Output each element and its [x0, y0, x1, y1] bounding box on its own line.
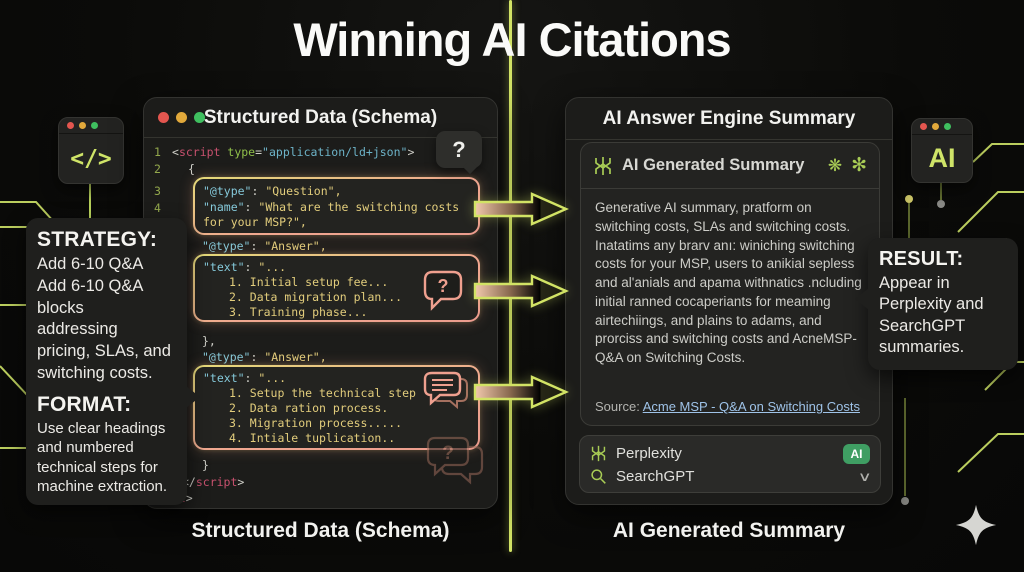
question-mark-icon: ? [452, 136, 466, 162]
code-line-script-close: </script> [182, 475, 245, 489]
source-row: Source: Acme MSP - Q&A on Switching Cost… [595, 399, 860, 414]
perplexity-icon [591, 445, 606, 462]
perplexity-icon [595, 156, 611, 175]
red-dot-icon [920, 123, 927, 130]
answer2-schema-box: "text": "... 1. Setup the technical step… [193, 365, 480, 450]
sparkle-icon [955, 504, 997, 546]
code-chip-window: </> [58, 117, 124, 184]
line-number: 3 [154, 184, 161, 198]
answer-step: 4. Intiale tuplication.. [229, 431, 396, 445]
arrow-icon [473, 375, 569, 409]
ai-answer-engine-title: AI Answer Engine Summary [602, 107, 856, 129]
line-number: 2 [154, 162, 161, 176]
format-body: Use clear headings and numbered technica… [37, 419, 168, 496]
traffic-lights [59, 118, 123, 134]
answer1-schema-box: "text": "... 1. Initial setup fee... 2. … [193, 254, 480, 322]
code-tag-icon: </> [70, 145, 112, 172]
engine-label: Perplexity [616, 445, 682, 462]
answer-step: 2. Data ration process. [229, 401, 389, 415]
red-dot-icon [158, 112, 169, 123]
center-divider-line [509, 0, 512, 552]
schema-code-window: Structured Data (Schema) 1 2 3 4 <script… [143, 97, 498, 509]
schema-window-title: Structured Data (Schema) [203, 106, 438, 128]
yellow-dot-icon [79, 122, 86, 129]
strategy-note: STRATEGY: Add 6-10 Q&A Add 6-10 Q&A bloc… [26, 218, 200, 505]
left-caption: Structured Data (Schema) [191, 519, 450, 542]
summary-text: Generative AI summary, pratform on switc… [595, 200, 862, 365]
answer-step: 3. Training phase... [229, 305, 368, 319]
green-dot-icon [194, 112, 205, 123]
line-number: 1 [154, 145, 161, 159]
strategy-heading: STRATEGY: [37, 228, 158, 251]
code-line-open-brace: { [188, 162, 195, 176]
format-heading: FORMAT: [37, 392, 132, 416]
line-number: 4 [154, 201, 161, 215]
engine-row-perplexity[interactable]: Perplexity AI [590, 442, 870, 465]
engine-row-searchgpt[interactable]: SearchGPT ∨ [590, 465, 873, 488]
code-line-answer-type: "@type": "Answer", [202, 350, 327, 364]
result-heading: RESULT: [879, 248, 964, 270]
code-line-close-brace: } [202, 458, 209, 472]
svg-text:?: ? [442, 443, 454, 464]
flow-arrows [473, 192, 569, 409]
code-line-script-open: <script type="application/ld+json"> [172, 145, 415, 159]
schema-window-header: Structured Data (Schema) [144, 98, 497, 138]
ai-answer-engine-panel: AI Answer Engine Summary AI Generated Su… [565, 97, 893, 505]
chip-connector-line [89, 184, 91, 220]
summary-card-title: AI Generated Summary [622, 156, 805, 174]
question-schema-box: "@type": "Question", "name": "What are t… [193, 177, 480, 235]
code-line-close-brace-comma: }, [202, 334, 216, 348]
chat-bubble-icon [423, 371, 468, 410]
yellow-dot-icon [176, 112, 187, 123]
answer-step: 1. Initial setup fee... [229, 275, 389, 289]
green-dot-icon [91, 122, 98, 129]
source-label: Source: [595, 399, 640, 414]
search-icon [591, 469, 606, 484]
traffic-lights [158, 112, 205, 123]
strategy-body: Add 6-10 Q&A Add 6-10 Q&A blocks address… [37, 255, 171, 382]
page-title: Winning AI Citations [293, 13, 731, 66]
result-body: Appear in Perplexity and SearchGPT summa… [879, 274, 984, 357]
right-caption: AI Generated Summary [612, 519, 846, 542]
chevron-down-icon[interactable]: ∨ [858, 468, 873, 484]
svg-text:?: ? [438, 276, 449, 296]
answer-step: 1. Setup the technical step [229, 386, 416, 400]
ai-summary-card: AI Generated Summary ❋ ✻ Generative AI s… [580, 142, 880, 426]
result-note: RESULT: Appear in Perplexity and SearchG… [855, 238, 1018, 370]
ai-chip-window: AI [911, 118, 973, 183]
ai-text-icon: AI [928, 143, 956, 173]
traffic-lights [912, 119, 972, 135]
faded-question-bubble-icon: ? [426, 436, 484, 485]
red-dot-icon [67, 122, 74, 129]
answer-step: 2. Data migration plan... [229, 290, 403, 304]
ai-badge: AI [843, 443, 870, 464]
arrow-icon [473, 274, 569, 308]
question-bubble-icon: ? [423, 270, 463, 311]
yellow-dot-icon [932, 123, 939, 130]
openai-icon: ✻ [851, 155, 867, 176]
source-link[interactable]: Acme MSP - Q&A on Switching Costs [642, 399, 860, 414]
green-dot-icon [944, 123, 951, 130]
answer-step: 3. Migration process..... [229, 416, 403, 430]
perplexity-star-icon: ❋ [827, 156, 843, 175]
engine-label: SearchGPT [616, 468, 695, 485]
code-line-answer-type: "@type": "Answer", [202, 239, 327, 253]
engine-selector: Perplexity AI SearchGPT ∨ [579, 435, 881, 493]
arrow-icon [473, 192, 569, 226]
help-bubble: ? [436, 131, 482, 168]
